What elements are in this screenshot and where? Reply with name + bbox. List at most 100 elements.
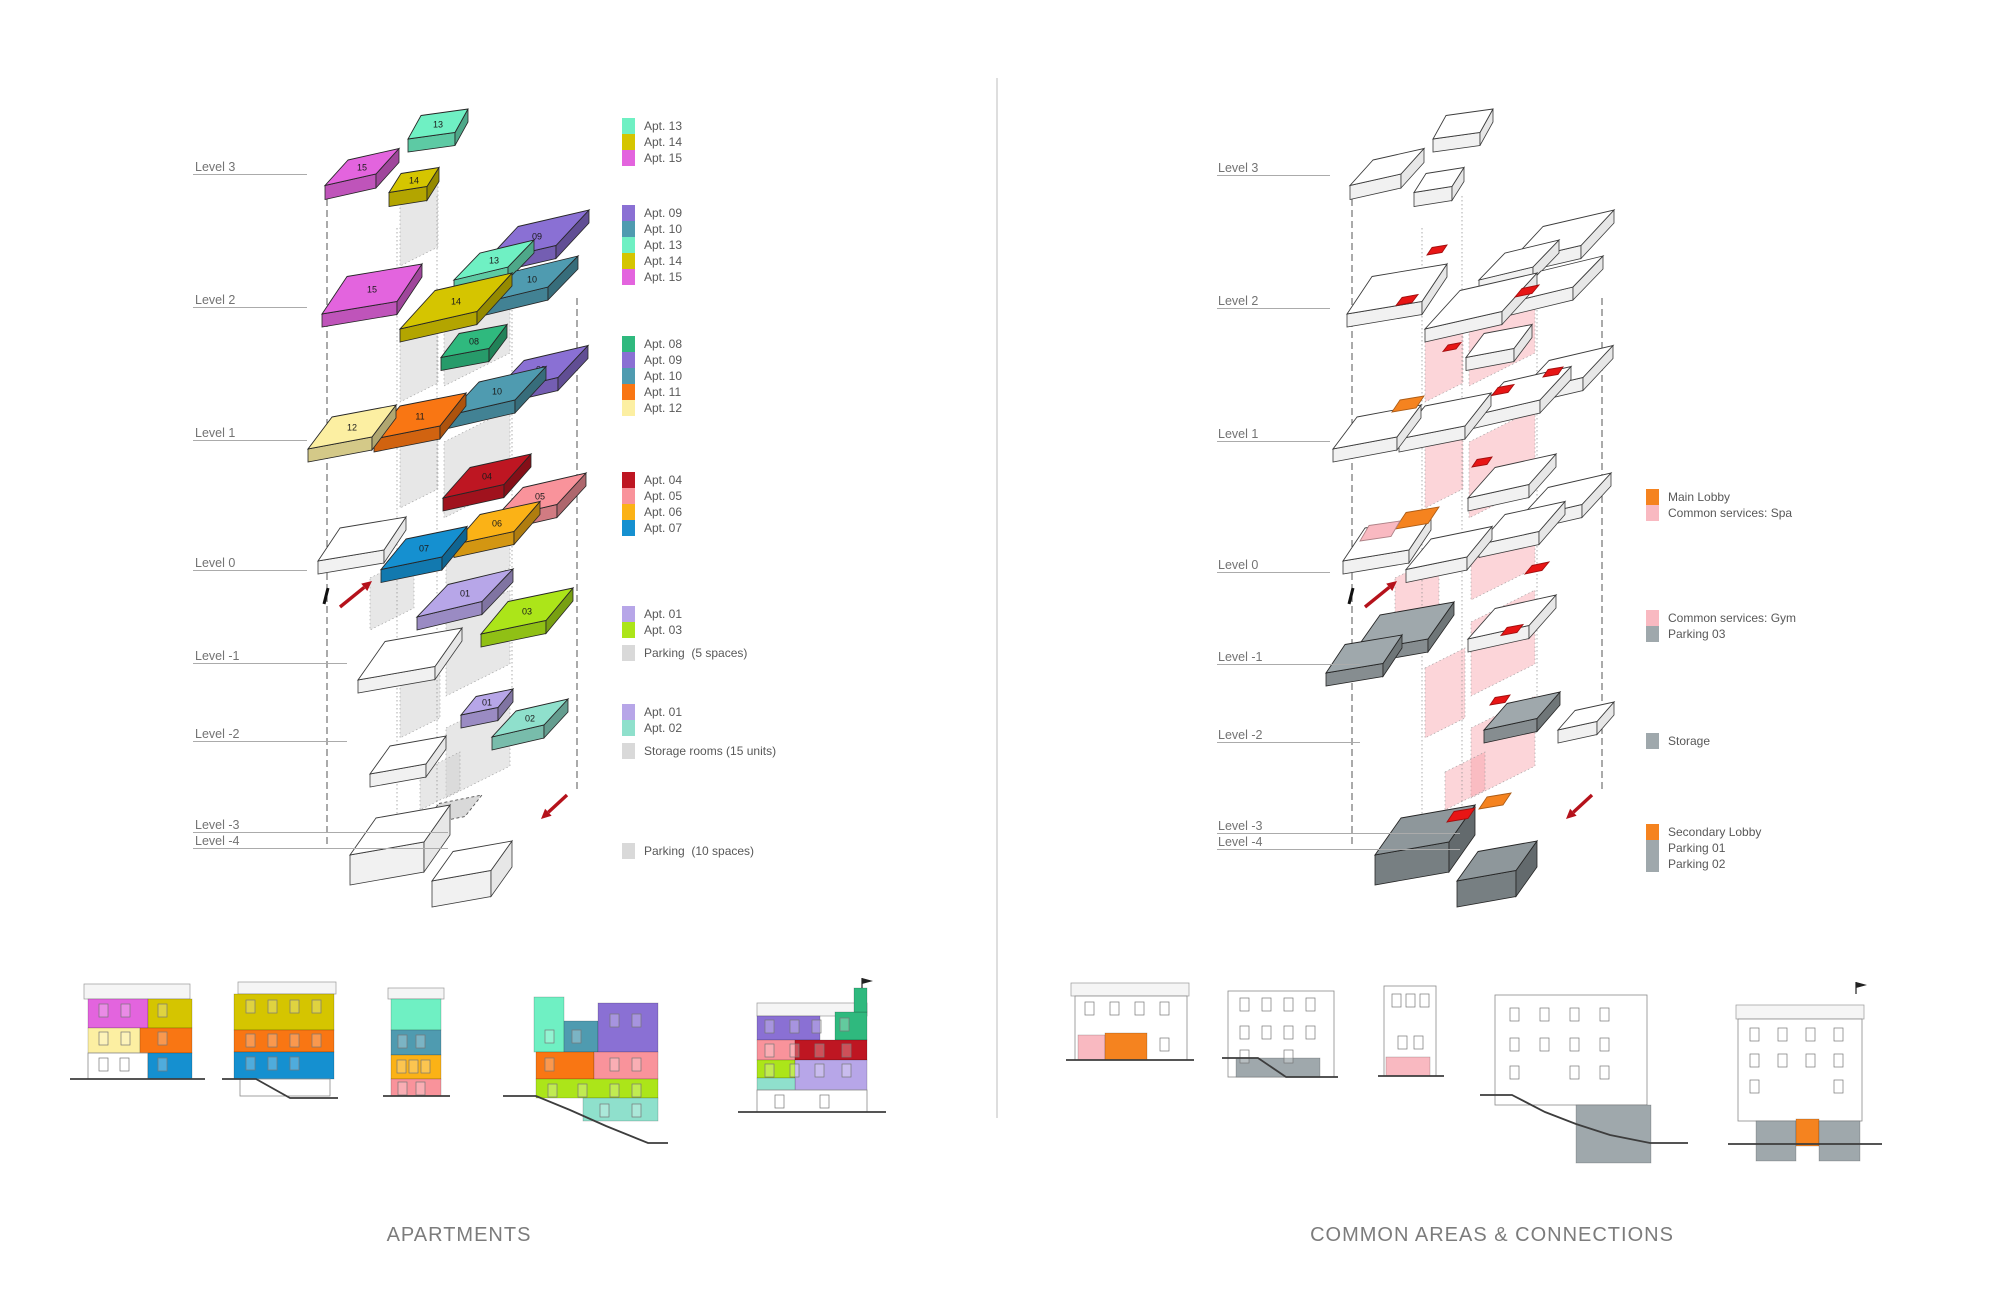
- plate-number-label: 01: [482, 698, 492, 708]
- window-mark: [1749, 1027, 1760, 1042]
- window-mark: [1283, 1025, 1294, 1040]
- window-mark: [1305, 1025, 1316, 1040]
- elevation-drawing: [1480, 994, 1688, 1164]
- plate-number-label: 05: [535, 492, 545, 502]
- window-mark: [631, 1013, 642, 1028]
- window-mark: [1599, 1037, 1610, 1052]
- plate-number-label: 13: [489, 256, 499, 266]
- right-section-title: COMMON AREAS & CONNECTIONS: [1310, 1224, 1674, 1246]
- level-label: Level -3: [1218, 819, 1263, 833]
- window-mark: [396, 1059, 407, 1074]
- window-mark: [631, 1103, 642, 1118]
- window-mark: [631, 1083, 642, 1098]
- window-mark: [267, 1033, 278, 1048]
- window-mark: [1109, 1001, 1120, 1016]
- window-mark: [1391, 993, 1402, 1008]
- level-label: Level 0: [195, 556, 235, 570]
- window-mark: [245, 999, 256, 1014]
- elevation-drawing: [70, 983, 205, 1080]
- window-mark: [98, 1057, 109, 1072]
- elevation-drawing: [222, 981, 338, 1099]
- ground-line: [222, 1078, 338, 1099]
- plate-number-label: 14: [409, 176, 419, 186]
- plate-number-label: 11: [415, 412, 424, 422]
- level-label: Level -4: [195, 834, 240, 848]
- red-arrow-icon: [1566, 793, 1594, 819]
- left-section-title: APARTMENTS: [386, 1224, 532, 1246]
- window-mark: [267, 999, 278, 1014]
- level-label: Level 0: [1218, 558, 1258, 572]
- window-mark: [1509, 1037, 1520, 1052]
- level-label: Level 2: [1218, 294, 1258, 308]
- window-mark: [1283, 1049, 1294, 1064]
- window-mark: [397, 1034, 408, 1049]
- plate-number-label: 02: [525, 714, 535, 724]
- window-mark: [120, 1031, 131, 1046]
- window-mark: [157, 1031, 168, 1046]
- window-mark: [1569, 1065, 1580, 1080]
- window-mark: [157, 1057, 168, 1072]
- window-mark: [397, 1081, 408, 1096]
- window-mark: [577, 1083, 588, 1098]
- window-mark: [119, 1057, 130, 1072]
- window-mark: [841, 1043, 852, 1058]
- window-mark: [1305, 997, 1316, 1012]
- window-mark: [764, 1043, 775, 1058]
- window-mark: [814, 1063, 825, 1078]
- plate-number-label: 04: [482, 472, 492, 482]
- window-mark: [408, 1059, 419, 1074]
- window-mark: [245, 1056, 256, 1071]
- window-mark: [1833, 1053, 1844, 1068]
- window-mark: [1405, 993, 1416, 1008]
- window-mark: [1805, 1027, 1816, 1042]
- window-mark: [547, 1083, 558, 1098]
- tick-mark: [1347, 587, 1355, 605]
- window-mark: [267, 1056, 278, 1071]
- window-mark: [1777, 1027, 1788, 1042]
- window-mark: [98, 1003, 109, 1018]
- window-mark: [289, 999, 300, 1014]
- plate-number-label: 15: [357, 163, 367, 173]
- red-arrow-icon: [541, 793, 569, 819]
- window-mark: [289, 1033, 300, 1048]
- plate-number-label: 15: [367, 285, 377, 295]
- plate-number-label: 13: [433, 120, 443, 130]
- elevation-drawing: [383, 987, 450, 1097]
- plate-number-label: 12: [347, 423, 357, 433]
- window-mark: [631, 1057, 642, 1072]
- window-mark: [1599, 1065, 1610, 1080]
- extrusion-column: [419, 751, 461, 811]
- elevation-drawing: [1728, 1004, 1882, 1162]
- level-label: Level -2: [195, 727, 240, 741]
- window-mark: [245, 1033, 256, 1048]
- flag-icon: [1855, 982, 1867, 994]
- window-mark: [1239, 1025, 1250, 1040]
- window-mark: [1261, 997, 1272, 1012]
- window-mark: [1833, 1079, 1844, 1094]
- window-mark: [1239, 997, 1250, 1012]
- level-label: Level -1: [1218, 650, 1263, 664]
- level-label: Level -4: [1218, 835, 1263, 849]
- ground-line: [1222, 1057, 1338, 1078]
- elevation-drawing: [1378, 985, 1444, 1077]
- window-mark: [839, 1017, 850, 1032]
- plate-number-label: 03: [522, 607, 532, 617]
- window-mark: [311, 999, 322, 1014]
- left-elevations: [70, 981, 886, 1144]
- plate-number-label: 14: [451, 297, 461, 307]
- extrusion-column: [1444, 751, 1486, 811]
- window-mark: [1569, 1037, 1580, 1052]
- red-arrow-icon: [338, 581, 372, 609]
- plate-number-label: 07: [419, 544, 429, 554]
- window-mark: [789, 1063, 800, 1078]
- window-mark: [609, 1057, 620, 1072]
- window-mark: [157, 1003, 168, 1018]
- window-mark: [1134, 1001, 1145, 1016]
- window-mark: [1419, 993, 1430, 1008]
- window-mark: [120, 1003, 131, 1018]
- window-mark: [1084, 1001, 1095, 1016]
- plate-number-label: 01: [460, 589, 470, 599]
